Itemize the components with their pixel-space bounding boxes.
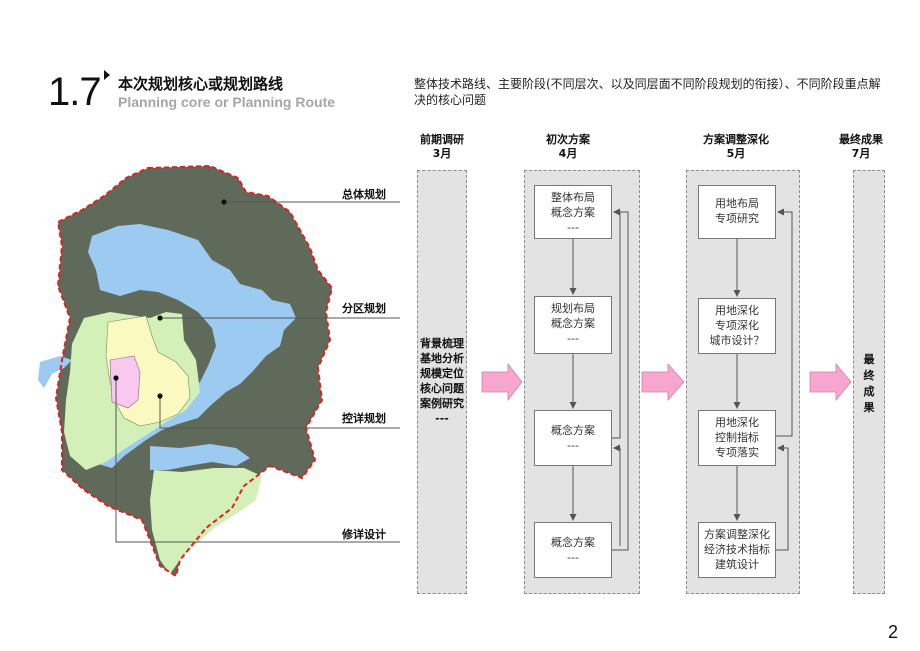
- adjust-box-2: 用地深化 专项深化 城市设计？: [698, 298, 776, 354]
- marker-dot-district: [157, 315, 163, 321]
- south-green-region: [150, 468, 262, 574]
- box-line: 城市设计？: [709, 334, 765, 347]
- phase-month: 4月: [558, 147, 578, 160]
- box-line: ---: [567, 551, 579, 564]
- leader-line-site: [115, 378, 400, 543]
- planning-boundary: [54, 164, 334, 578]
- page-number: 2: [887, 622, 898, 642]
- phase-name: 前期调研: [420, 133, 464, 146]
- marker-dot-detailed: [157, 393, 163, 399]
- box-line: 专项研究: [715, 212, 759, 225]
- page-title: 本次规划核心或规划路线: [118, 75, 284, 93]
- phase-month: 3月: [432, 147, 452, 160]
- final-char: 最: [863, 353, 875, 366]
- research-item: 核心问题: [420, 382, 464, 395]
- planning-map: [38, 164, 400, 578]
- box-line: 专项深化: [715, 319, 759, 332]
- box-line: 规划布局: [551, 302, 595, 315]
- adjust-box-4: 方案调整深化 经济技术指标 建筑设计: [698, 522, 776, 578]
- water-branch-south: [150, 444, 250, 470]
- initial-box-1: 整体布局 概念方案 ---: [534, 185, 612, 239]
- final-char: 成: [863, 385, 875, 398]
- page-description: 整体技术路线、主要阶段(不同层次、以及同层面不同阶段规划的衔接）、不同阶段重点解…: [414, 77, 881, 107]
- phase-name: 方案调整深化: [703, 133, 769, 146]
- water-body: [88, 224, 296, 468]
- adjust-box-3: 用地深化 控制指标 专项落实: [698, 410, 776, 466]
- box-line: 专项落实: [715, 446, 759, 459]
- box-line: 方案调整深化: [704, 528, 770, 541]
- phase-header-adjust: 方案调整深化 5月: [686, 133, 786, 161]
- phase-header-final: 最终成果 7月: [826, 133, 896, 161]
- box-line: 控制指标: [715, 431, 759, 444]
- research-item: 案例研究: [420, 397, 464, 410]
- leader-line-detailed: [159, 396, 400, 429]
- final-char: 终: [863, 369, 875, 382]
- marker-dot-site: [113, 375, 119, 381]
- research-item: ---: [435, 412, 449, 425]
- phase-name: 最终成果: [839, 133, 883, 146]
- map-label-site-design: 修详设计: [342, 528, 386, 541]
- marker-dot-overall: [221, 199, 227, 205]
- feedback-loop-initial-outer: [612, 208, 629, 551]
- feedback-loop-adjust-outer: [776, 208, 793, 437]
- initial-box-2: 规划布局 概念方案 ---: [534, 296, 612, 354]
- section-number: 1.7: [48, 70, 102, 114]
- box-line: 建筑设计: [715, 558, 759, 571]
- initial-box-4: 概念方案 ---: [534, 522, 612, 578]
- phase-name: 初次方案: [546, 133, 590, 146]
- box-line: ---: [567, 439, 579, 452]
- box-line: ---: [567, 221, 579, 234]
- feedback-loop-adjust-inner: [776, 444, 789, 551]
- box-line: 概念方案: [551, 536, 595, 549]
- research-items: 背景梳理 基地分析 规模定位 核心问题 案例研究 ---: [417, 336, 467, 426]
- map-label-detailed-control: 控详规划: [342, 412, 386, 425]
- site-region: [109, 355, 141, 409]
- phase-header-initial: 初次方案 4月: [528, 133, 608, 161]
- box-line: 用地深化: [715, 416, 759, 429]
- initial-box-3: 概念方案 ---: [534, 410, 612, 466]
- map-label-district-plan: 分区规划: [342, 302, 386, 315]
- water-channel-west: [38, 356, 72, 388]
- final-result-text: 最 终 成 果: [853, 352, 885, 416]
- transition-arrow-research-initial: [481, 362, 523, 402]
- page-subtitle: Planning core or Planning Route: [118, 94, 336, 110]
- adjust-box-1: 用地布局 专项研究: [698, 185, 776, 239]
- feedback-loop-initial-inner: [612, 212, 621, 439]
- transition-arrow-initial-adjust: [641, 362, 685, 402]
- box-line: 概念方案: [551, 424, 595, 437]
- box-line: 概念方案: [551, 317, 595, 330]
- research-item: 基地分析: [420, 352, 464, 365]
- box-line: 经济技术指标: [704, 543, 770, 556]
- phase-header-research: 前期调研 3月: [402, 133, 482, 161]
- feedback-loop-initial-3: [613, 444, 621, 546]
- section-marker-icon: [104, 70, 110, 80]
- box-line: 用地布局: [715, 197, 759, 210]
- box-line: ---: [567, 332, 579, 345]
- phase-month: 7月: [851, 147, 871, 160]
- research-item: 背景梳理: [420, 337, 464, 350]
- transition-arrow-adjust-final: [809, 362, 852, 402]
- column-final: [853, 170, 885, 594]
- final-char: 果: [863, 401, 875, 414]
- box-line: 整体布局: [551, 191, 595, 204]
- column-research: [417, 170, 467, 594]
- map-label-overall-plan: 总体规划: [342, 188, 386, 201]
- box-line: 用地深化: [715, 304, 759, 317]
- box-line: 概念方案: [551, 206, 595, 219]
- research-item: 规模定位: [420, 367, 464, 380]
- phase-month: 5月: [726, 147, 746, 160]
